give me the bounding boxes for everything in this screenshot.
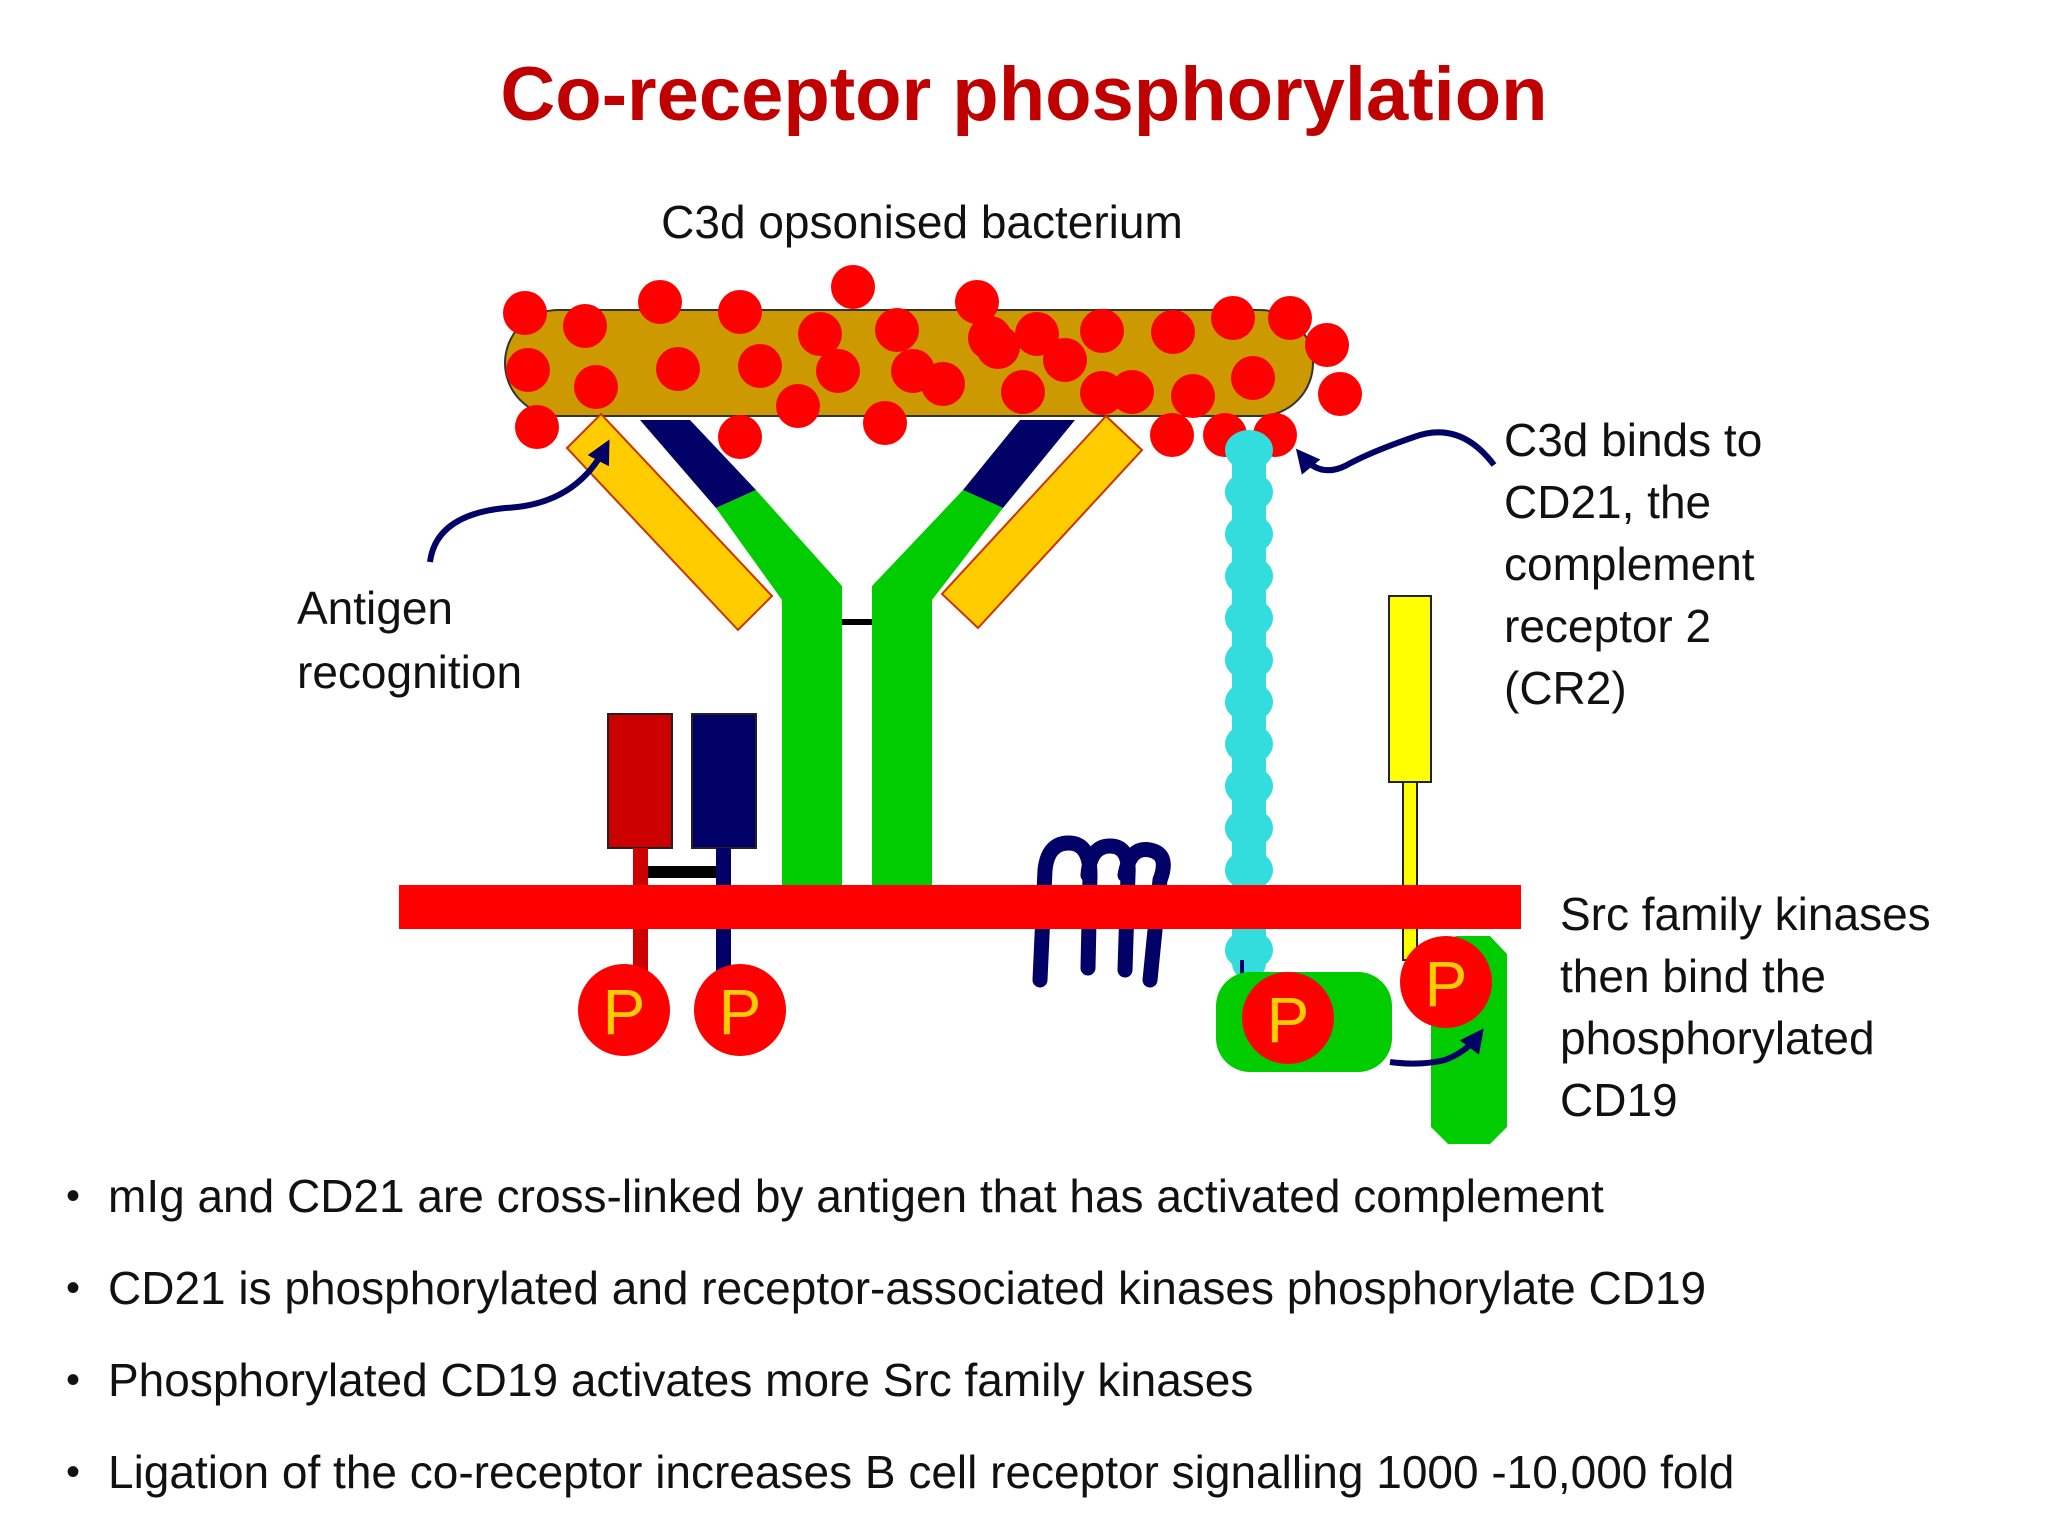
phospho-label: P: [1267, 984, 1310, 1056]
c3d-dot: [1001, 370, 1045, 414]
c3d-dot: [1080, 309, 1124, 353]
bullet-text: mIg and CD21 are cross-linked by antigen…: [108, 1170, 1604, 1222]
c3d-dot: [1043, 338, 1087, 382]
ig-alpha: [607, 713, 673, 849]
c3d-dot: [574, 365, 618, 409]
bullet-item: • Ligation of the co-receptor increases …: [60, 1444, 1734, 1536]
c3d-dot: [1015, 312, 1059, 356]
cd21-bead: [1225, 682, 1273, 722]
bullet-text: CD21 is phosphorylated and receptor-asso…: [108, 1262, 1707, 1314]
c3d-dot: [656, 347, 700, 391]
antibody-variable-left: [640, 420, 756, 508]
c3d-dot: [563, 304, 607, 348]
c3d-dot: [738, 344, 782, 388]
bullet-list: • mIg and CD21 are cross-linked by antig…: [60, 1168, 1734, 1536]
cd21-bead: [1225, 556, 1273, 596]
cd21-bead: [1225, 766, 1273, 806]
c3d-dot: [718, 290, 762, 334]
cd21-receptor: [1225, 430, 1273, 994]
c3d-dot: [1211, 296, 1255, 340]
c3d-binds-label: C3d binds to CD21, the complement recept…: [1504, 414, 1775, 714]
bullet-marker: •: [66, 1450, 81, 1494]
c3d-dot: [955, 280, 999, 324]
bullet-marker: •: [66, 1266, 81, 1310]
c3d-dot: [863, 401, 907, 445]
cd21-bead: [1225, 430, 1273, 470]
cd21-bead: [1225, 640, 1273, 680]
c3d-dot: [831, 265, 875, 309]
c3d-dot: [506, 348, 550, 392]
c3d-dot: [1231, 356, 1275, 400]
c3d-dot: [718, 415, 762, 459]
bullet-item: • Phosphorylated CD19 activates more Src…: [60, 1352, 1734, 1444]
c3d-dot: [816, 349, 860, 393]
src-kinases-label: Src family kinases then bind the phospho…: [1560, 888, 1943, 1126]
antibody-light-chain-left: [565, 412, 774, 632]
cd21-bead: [1225, 930, 1273, 970]
cd81-tetraspanin: [1032, 835, 1171, 988]
bullet-text: Ligation of the co-receptor increases B …: [108, 1446, 1735, 1498]
c3d-dot: [1150, 413, 1194, 457]
bullet-marker: •: [66, 1174, 81, 1218]
cd19-extracellular: [1388, 595, 1432, 783]
c3d-dot: [776, 384, 820, 428]
antibody-disulfide-bond: [842, 619, 872, 625]
phospho-cd19: P: [1400, 936, 1492, 1028]
phospho-label: P: [719, 976, 762, 1048]
c3d-dot: [1151, 310, 1195, 354]
cd21-bead: [1225, 598, 1273, 638]
cd21-bead: [1225, 472, 1273, 512]
cd21-bead: [1225, 724, 1273, 764]
bullet-marker: •: [66, 1358, 81, 1402]
cd21-bead: [1225, 808, 1273, 848]
c3d-dot: [515, 405, 559, 449]
phospho-ig-alpha: P: [578, 964, 670, 1056]
cd21-bead: [1225, 514, 1273, 554]
c3d-dot: [503, 291, 547, 335]
antibody-heavy-chain-left: [716, 490, 842, 885]
c3d-dot: [875, 308, 919, 352]
bullet-item: • CD21 is phosphorylated and receptor-as…: [60, 1260, 1734, 1352]
ig-beta: [691, 713, 757, 849]
antibody-light-chain-right: [940, 414, 1144, 630]
kinase-recruitment-arrow: [1389, 1028, 1484, 1067]
antigen-recognition-arrow: [427, 439, 610, 563]
cell-membrane: [399, 885, 1521, 929]
c3d-dot: [976, 325, 1020, 369]
c3d-binds-arrow: [1295, 429, 1497, 475]
slide-title: Co-receptor phosphorylation: [500, 52, 1547, 137]
c3d-dot: [798, 312, 842, 356]
phospho-label: P: [1425, 948, 1468, 1020]
phospho-ig-beta: P: [694, 964, 786, 1056]
cd19-stalk: [1402, 781, 1418, 961]
bullet-text: Phosphorylated CD19 activates more Src f…: [108, 1354, 1254, 1406]
bullet-item: • mIg and CD21 are cross-linked by antig…: [60, 1168, 1734, 1260]
phospho-cd21: P: [1242, 972, 1334, 1064]
phospho-label: P: [603, 976, 646, 1048]
antibody-heavy-chain-right: [872, 490, 1003, 885]
c3d-dot: [638, 280, 682, 324]
c3d-dot: [1318, 372, 1362, 416]
c3d-dot: [1268, 296, 1312, 340]
antibody-variable-right: [963, 420, 1075, 508]
c3d-dot: [1305, 323, 1349, 367]
c3d-dot: [1171, 374, 1215, 418]
bacterium-label: C3d opsonised bacterium: [661, 196, 1183, 248]
antigen-recognition-label: Antigen recognition: [297, 582, 522, 698]
c3d-molecules: [503, 265, 1362, 459]
ig-alpha-beta-link: [648, 866, 716, 878]
cd21-bead: [1225, 850, 1273, 890]
c3d-dot: [1110, 370, 1154, 414]
c3d-dot: [921, 362, 965, 406]
